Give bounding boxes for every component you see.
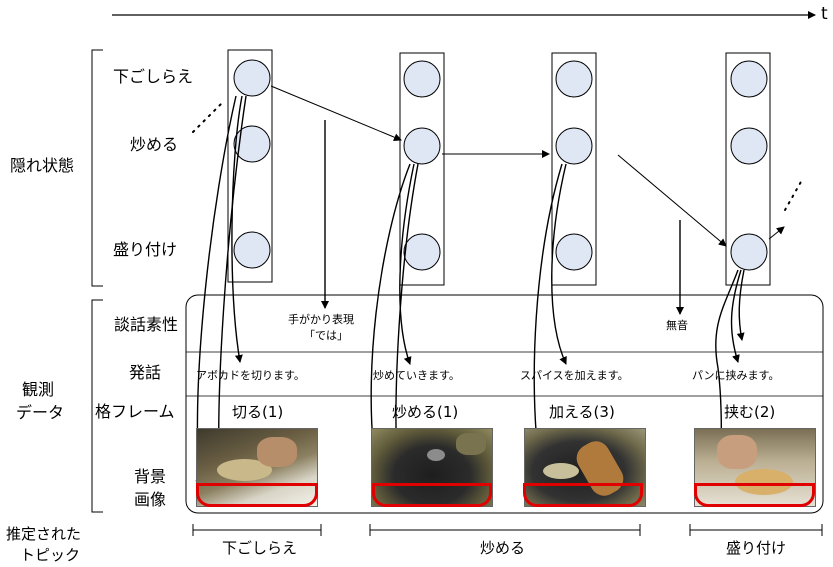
time-axis-label: t (821, 4, 828, 24)
ellipsis-left (192, 102, 223, 133)
state-column (725, 52, 771, 286)
utterance: アボカドを切ります。 (196, 369, 305, 382)
case-frame: 加える(3) (549, 403, 615, 421)
cue-expression: 「では」 (304, 329, 348, 342)
topic-bracket (192, 524, 322, 536)
observation-box (185, 294, 824, 514)
state-node (233, 125, 271, 163)
emission-curve (736, 269, 745, 341)
highlight-region (196, 483, 318, 507)
utterance: 炒めていきます。 (373, 369, 460, 382)
cue-expression: 手がかり表現 (288, 313, 354, 326)
topic-bracket (369, 524, 641, 536)
emission-curve (730, 269, 742, 363)
utterance: パンに挟みます。 (692, 369, 780, 382)
topic-bracket (689, 524, 823, 536)
emission-curve (399, 163, 415, 365)
transition-arrow (617, 154, 727, 247)
highlight-region (372, 483, 492, 507)
observation-label: 観測 (22, 380, 55, 399)
state-node (730, 60, 768, 98)
state-node (555, 60, 593, 98)
row-label-utterance: 発話 (129, 363, 162, 382)
hidden-state-bracket (91, 49, 103, 287)
transition-arrow (768, 226, 785, 240)
topic-label: 盛り付け (726, 539, 787, 557)
hidden-state-label: 隠れ状態 (10, 156, 75, 175)
state-node (730, 233, 768, 271)
transition-arrow (270, 85, 402, 142)
emission-curve (551, 163, 567, 365)
background-image-frying (371, 428, 493, 507)
row-label-background: 画像 (134, 490, 167, 509)
background-image-spice (524, 428, 646, 507)
state-column (227, 49, 273, 283)
row-label-discourse: 談話素性 (114, 315, 179, 334)
state-node (233, 59, 271, 97)
utterance: スパイスを加えます。 (520, 369, 629, 382)
state-column (551, 52, 597, 286)
highlight-region (523, 483, 643, 507)
ellipsis-right (784, 179, 803, 211)
silence-feature: 無音 (666, 319, 688, 332)
emission-curve (231, 95, 243, 363)
case-frame: 挟む(2) (724, 403, 776, 421)
row-label-case-frame: 格フレーム (95, 402, 175, 421)
topic-label: 下ごしらえ (222, 539, 298, 557)
case-frame: 切る(1) (232, 403, 284, 421)
state-node (233, 231, 271, 269)
state-node (403, 127, 441, 165)
observation-bracket (91, 299, 103, 513)
state-label: 下ごしらえ (113, 67, 194, 86)
state-node (555, 233, 593, 271)
state-label: 盛り付け (113, 240, 178, 259)
state-label: 炒める (130, 135, 179, 154)
background-image-cutting (196, 428, 318, 507)
row-label-background: 背景 (134, 467, 167, 486)
state-node (730, 127, 768, 165)
observation-label: データ (16, 403, 65, 422)
case-frame: 炒める(1) (392, 403, 459, 421)
state-node (555, 127, 593, 165)
state-node (403, 233, 441, 271)
state-column (399, 52, 445, 286)
estimated-topic-label: 推定された (6, 525, 82, 543)
topic-label: 炒める (480, 539, 526, 557)
state-node (403, 60, 441, 98)
estimated-topic-label: トピック (20, 546, 81, 564)
highlight-region (694, 483, 815, 507)
background-image-sandwich (694, 428, 816, 507)
